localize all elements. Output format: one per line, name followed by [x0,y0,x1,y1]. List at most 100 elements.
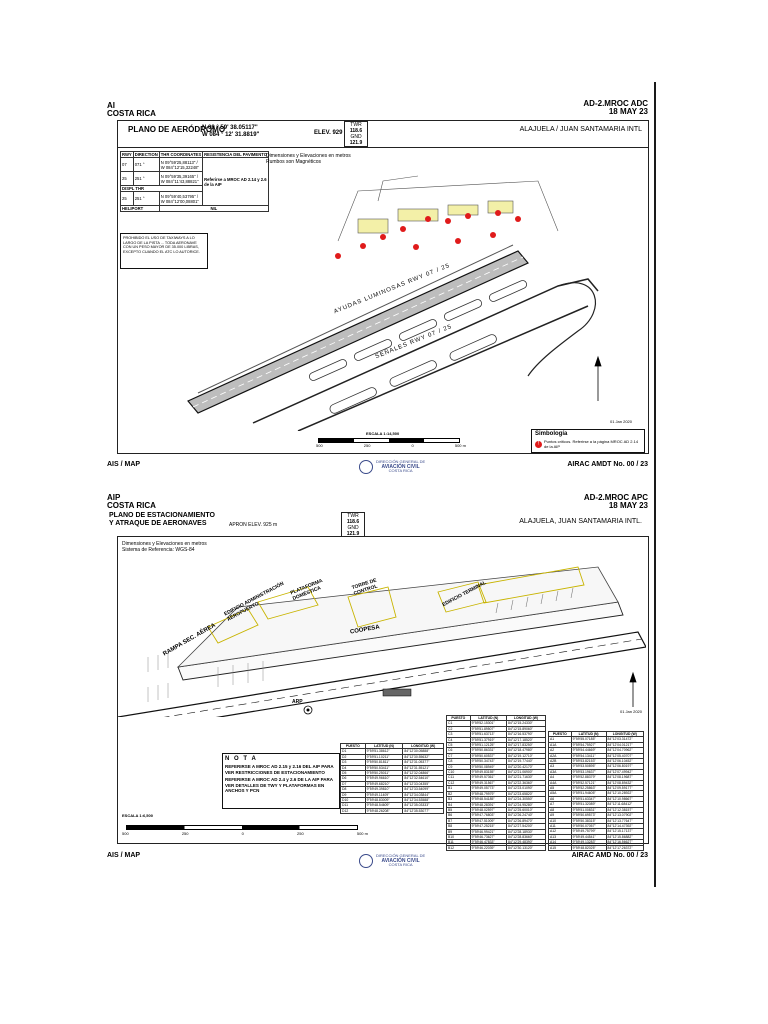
bottom-header-left: AIP COSTA RICA [107,493,156,510]
top-chart-date: 01 Jan 2020 [609,419,632,424]
bottom-frequency-box: TWR 118.6 GND 121.9 [341,512,365,538]
table-cell: 84°12'30.55632" [402,753,444,761]
table-cell: 9°59'50.25011" [364,769,404,777]
table-cell: 84°12'33.04355" [402,780,444,788]
table-cell: 9°59'50.60537" [469,752,507,760]
table-cell: 84°12'13.77647" [605,817,645,824]
top-chart-frame: PLANO DE AERÓDROMO N 09 ° 59' 38.05117" … [117,120,649,454]
table-cell: 84°12'19.12710" [505,752,547,760]
table-cell: 84°12'23.01090" [505,785,547,792]
table-cell: 84°12'17.83250" [505,741,547,749]
table-cell: 84°12'10.98667" [605,795,645,803]
table-header: LONGITUD (W) [605,730,645,738]
table-cell: 84°12'34.53588" [402,797,444,804]
top-dgac-logo: DIRECCIÓN GENERAL DE AVIACIÓN CIVIL COST… [359,460,425,474]
bottom-header-right: AD-2.MROC APC 18 MAY 23 [583,493,648,510]
bottom-footer-right: AIRAC AMD No. 00 / 23 [571,852,648,859]
critical-points [335,210,521,259]
aerodrome-diagram [187,175,602,431]
bottom-dgac-logo: DIRECCIÓN GENERAL DE AVIACIÓN CIVIL COST… [359,854,425,868]
table-cell: 9°59'50.34743" [469,758,507,765]
table-cell: 84°12'17.18520" [505,736,547,744]
main-apron [176,566,619,668]
table-cell: 9°59'50.86331" [469,747,507,754]
dimension-legend: Dimensiones y Elevaciones en metros Rumb… [266,153,351,165]
table-cell: 84°12'24.95280" [505,801,547,808]
ga-parking [147,653,264,702]
table-cell: 9°59'49.83155" [469,769,507,776]
table-cell: 84°12'34.03844" [402,791,444,799]
runway-designator-box [382,688,412,697]
table-cell: 84°12'07.49942" [605,768,645,776]
table-cell: 9°59'49.57361" [469,774,507,781]
table-cell: 84°12'15.86882" [605,833,645,841]
table-cell: 84°12'04.01217" [605,741,645,749]
table-cell: 84°12'17.26372" [605,844,645,851]
buildings [207,566,585,644]
critical-point-icon: ! [535,440,542,448]
table-header: LONGITUD (W) [402,742,444,750]
top-header-right: AD-2.MROC ADC 18 MAY 23 [583,99,648,116]
table-cell: 9°59'51.89507" [469,725,507,733]
marking-ovals [329,334,497,414]
top-footer-left: AIS / MAP [107,461,141,468]
bottom-airport-location: ALAJUELA, JUAN SANTAMARIA INTL. [519,518,642,525]
lighting-loop [527,282,596,377]
table-cell: 84°12'06.10452" [605,757,645,765]
table-cell: 84°12'22.36360" [505,779,547,787]
table-cell: A15 [548,844,572,851]
table-cell: D12 [340,807,366,815]
aerodrome-chart-sheet: AI COSTA RICA AD-2.MROC ADC 18 MAY 23 PL… [105,96,654,488]
table-cell: 84°12'19.77440" [505,758,547,765]
table-header: LATITUD (N) [469,714,507,722]
warning-note: PROHIBIDO EL USO DE TAXIWAYS A LO LARGO … [120,233,208,269]
bottom-scale-label: ESCALA 1:6,500 [122,813,153,818]
table-cell: 84°12'15.17137" [605,828,645,835]
table-cell: 9°59'51.10211" [364,753,404,761]
table-header: LATITUD (N) [364,742,404,750]
table-cell: 84°12'15.24330" [505,720,547,727]
frequency-box: TWR 118.6 GND 121.9 [344,121,368,147]
top-footer-right: AIRAC AMDT No. 00 / 23 [567,461,648,468]
table-cell: 84°12'20.42170" [505,763,547,771]
table-cell: 84°12'35.53077" [402,807,444,815]
table-cell: 84°12'16.53790" [505,731,547,738]
top-scale-bar [318,438,460,443]
airport-location: ALAJUELA / JUAN SANTAMARIA INTL [519,126,642,133]
table-cell: 9°59'46.22039" [469,844,507,852]
apron-diagram [118,566,646,717]
symbology-box: Simbología ! Puntos críticos. Referirse … [531,429,645,453]
bottom-scale-ticks: 500 250 0 250 500 m [122,831,368,836]
table-cell: 84°12'05.40707" [605,752,645,760]
table-cell: 84°12'28.18930" [505,828,547,835]
label-arp: ARP [292,699,303,705]
table-cell: 9°59'50.08949" [469,763,507,771]
table-cell: 9°59'47.25215" [469,823,507,830]
table-cell: 84°12'13.07902" [605,812,645,819]
marking-track [297,305,589,431]
table-cell: 84°12'12.38157" [605,806,645,814]
title-divider [118,147,648,148]
table-cell: 84°12'06.80197" [605,763,645,770]
runway-centerline [192,256,524,408]
table-cell: 9°59'46.47833" [469,839,507,846]
top-header-left: AI COSTA RICA [107,101,156,118]
table-cell: 9°59'49.31567" [469,779,507,787]
table-cell: 84°12'04.70962" [605,747,645,754]
table-cell: 84°12'26.24740" [505,812,547,819]
bottom-chart-date: 01 Jan 2020 [619,709,642,714]
table-cell: 9°59'48.02597" [469,806,507,814]
